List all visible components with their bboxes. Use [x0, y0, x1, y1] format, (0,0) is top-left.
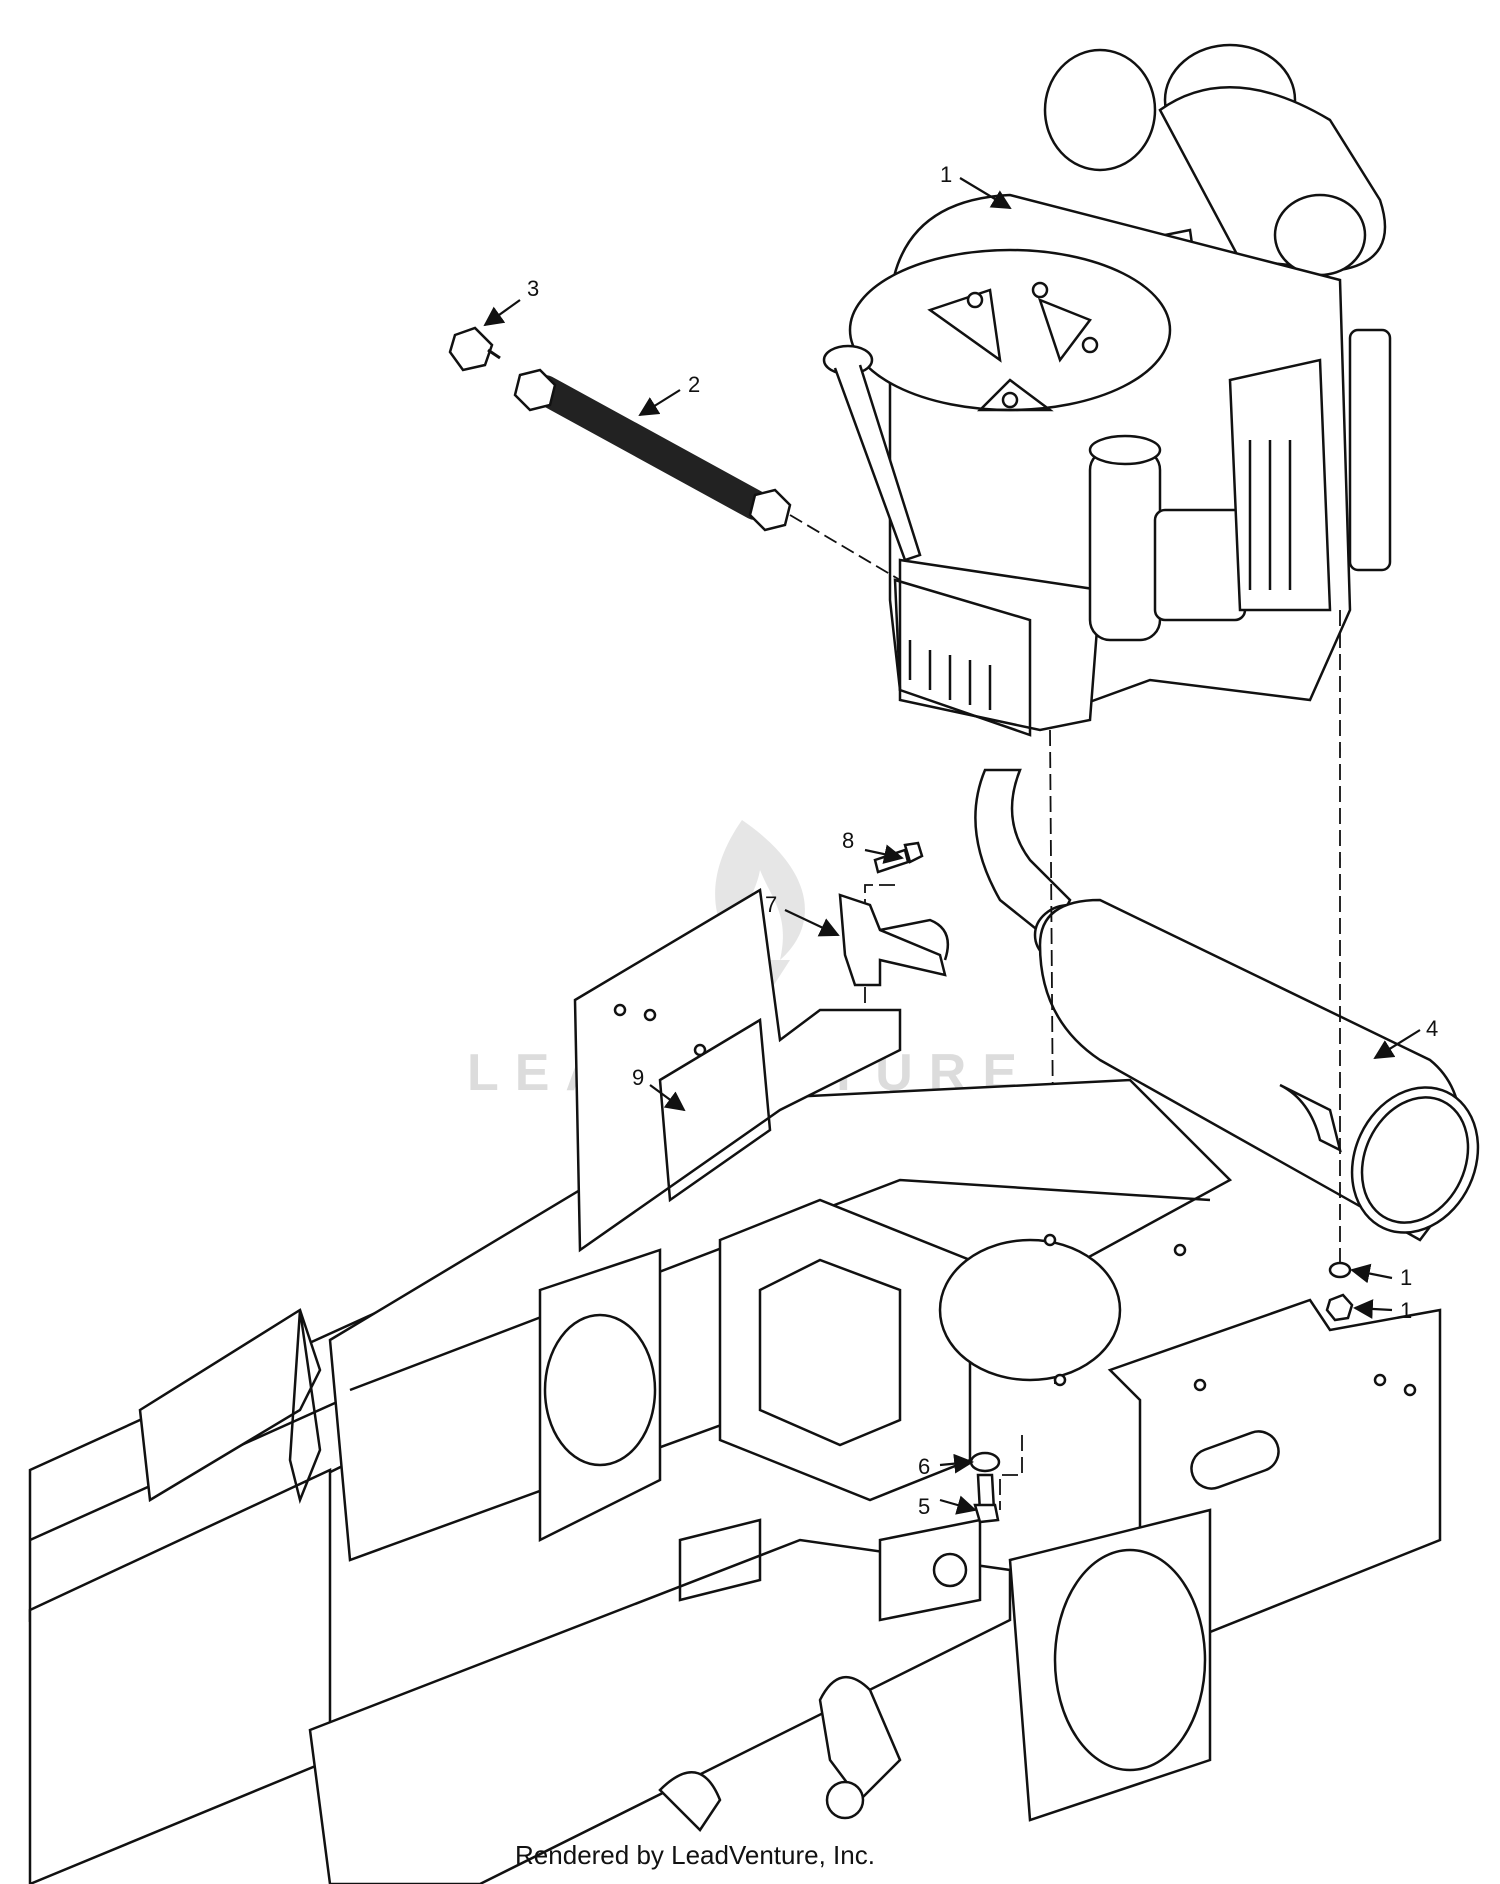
callout-nut-small: 9 — [632, 1065, 644, 1090]
callout-washer-right: 1 — [1400, 1265, 1412, 1290]
fuel-hose — [530, 375, 770, 520]
callout-bolt: 5 — [918, 1494, 930, 1519]
bracket — [838, 893, 950, 987]
callout-screw: 8 — [842, 828, 854, 853]
callout-fitting: 3 — [527, 276, 539, 301]
callout-muffler: 4 — [1426, 1016, 1438, 1041]
hose-end-nut-bottom — [748, 488, 792, 532]
callout-bracket: 7 — [765, 892, 777, 917]
callout-nut-right: 1 — [1400, 1298, 1412, 1323]
render-credit: Rendered by LeadVenture, Inc. — [515, 1840, 875, 1870]
hose-assembly — [448, 326, 901, 581]
hose-end-nut-top — [513, 368, 557, 412]
washer-lower — [969, 1451, 1001, 1473]
callout-hose: 2 — [688, 372, 700, 397]
leader-arrows — [483, 177, 1421, 1515]
chassis-frame — [28, 887, 1442, 1884]
lower-fasteners — [969, 1451, 1001, 1524]
callout-engine: 1 — [940, 162, 952, 187]
right-fasteners — [1325, 1261, 1354, 1322]
engine — [822, 43, 1392, 737]
washer-right — [1328, 1261, 1352, 1279]
nut-right — [1325, 1293, 1354, 1322]
elbow-fitting — [448, 326, 494, 372]
callout-washer-lower: 6 — [918, 1454, 930, 1479]
muffler — [1038, 898, 1480, 1242]
